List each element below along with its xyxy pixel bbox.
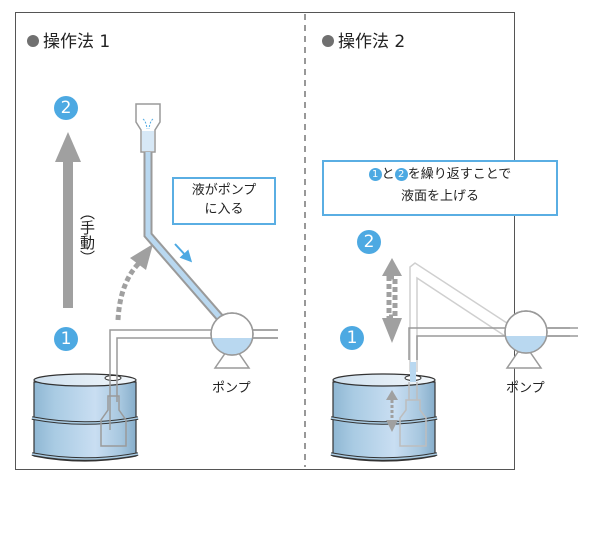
mini-badge-1: 1 (368, 168, 382, 181)
updown-arrow-small (386, 390, 398, 432)
step-badge-2: 2 (54, 96, 78, 120)
panel-2-title: 操作法 2 (322, 27, 405, 52)
pump-label-1: ポンプ (212, 381, 251, 396)
step-badge-2b: 2 (357, 230, 381, 254)
ghost-strainer (399, 382, 427, 447)
panel-1-title: 操作法 1 (27, 27, 110, 52)
callout-liquid-enters-pump: 液がポンプ に入る (172, 177, 276, 225)
manual-label: （手動） (78, 205, 96, 265)
dashed-curve-arrow (115, 244, 153, 321)
step-badge-1: 1 (54, 327, 78, 351)
bullet-icon (322, 35, 334, 47)
bullet-icon (27, 35, 39, 47)
pump-label-2: ポンプ (506, 381, 545, 396)
pump-2 (504, 310, 570, 369)
suction-pipe-2 (408, 327, 578, 360)
step-badge-1b: 1 (340, 326, 364, 350)
mini-badge-2: 2 (394, 168, 408, 181)
drum-2 (330, 373, 438, 462)
ghost-raised-hose (409, 262, 511, 372)
pump-1 (210, 312, 278, 369)
drum-1 (31, 373, 139, 462)
updown-arrow-large (382, 258, 402, 343)
raised-hose-1 (135, 103, 226, 323)
manual-up-arrow (55, 132, 81, 308)
